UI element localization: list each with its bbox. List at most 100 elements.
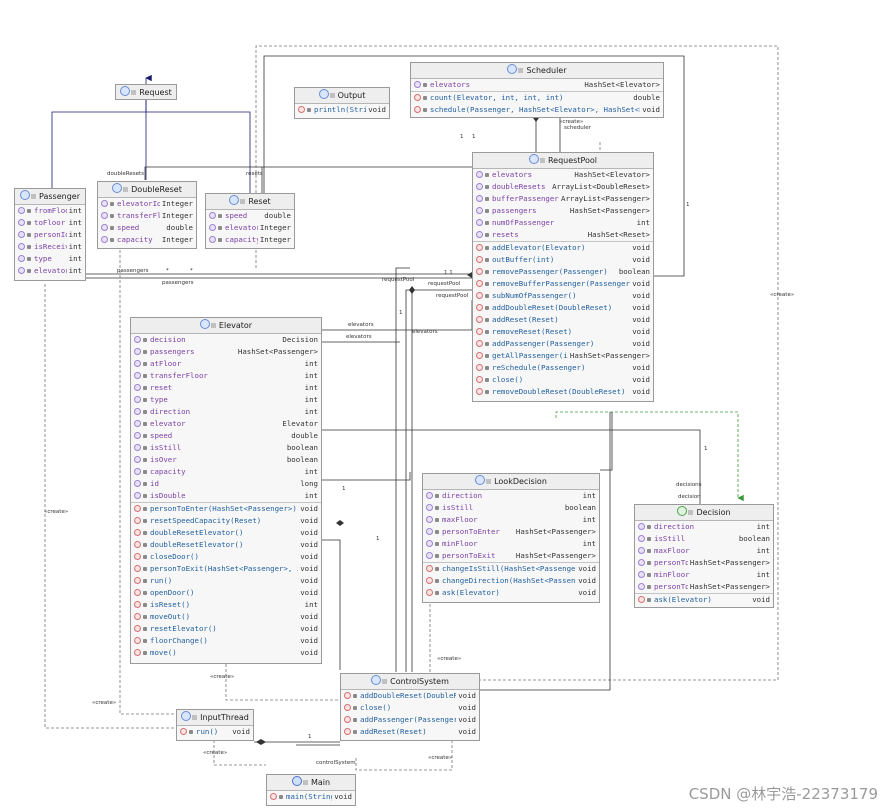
method-adddoublereset[interactable]: addDoubleReset(DoubleReset)void (341, 690, 479, 702)
method-doubleresetelevator[interactable]: doubleResetElevator()void (131, 539, 321, 551)
method-changedirection[interactable]: changeDirection(HashSet<Passenger>)void (423, 575, 599, 587)
method-floorchange[interactable]: floorChange()void (131, 635, 321, 647)
method-println[interactable]: println(String)void (295, 104, 389, 116)
field-transferfloor[interactable]: transferFloorInteger (98, 210, 196, 222)
class-icon (199, 319, 210, 329)
method-ask[interactable]: ask(Elevator)void (635, 594, 773, 606)
method-addreset[interactable]: addReset(Reset)void (473, 314, 653, 326)
method-run[interactable]: run()void (177, 726, 253, 738)
method-run[interactable]: run()void (131, 575, 321, 587)
method-count[interactable]: count(Elevator, int, int, int)double (411, 92, 663, 104)
method-removepassenger[interactable]: removePassenger(Passenger)boolean (473, 266, 653, 278)
method-isreset[interactable]: isReset()int (131, 599, 321, 611)
member-name: personId (34, 230, 67, 239)
method-addpassenger[interactable]: addPassenger(Passenger)void (341, 714, 479, 726)
method-main[interactable]: main(String[])void (267, 791, 355, 803)
method-removereset[interactable]: removeReset(Reset)void (473, 326, 653, 338)
method-opendoor[interactable]: openDoor()void (131, 587, 321, 599)
class-double-reset[interactable]: DoubleResetelevatorIdIntegertransferFloo… (97, 181, 197, 249)
method-addreset[interactable]: addReset(Reset)void (341, 726, 479, 738)
method-close[interactable]: close()void (473, 374, 653, 386)
method-persontoenter[interactable]: personToEnter(HashSet<Passenger>)void (131, 503, 321, 515)
class-request[interactable]: Request (115, 84, 177, 100)
method-resetspeedcapacity[interactable]: resetSpeedCapacity(Reset)void (131, 515, 321, 527)
class-control-system[interactable]: ControlSystemaddDoubleReset(DoubleReset)… (340, 673, 480, 741)
method-removedoublereset[interactable]: removeDoubleReset(DoubleReset)void (473, 386, 653, 398)
method-resetelevator[interactable]: resetElevator()void (131, 623, 321, 635)
method-addpassenger[interactable]: addPassenger(Passenger)void (473, 338, 653, 350)
method-addelevator[interactable]: addElevator(Elevator)void (473, 242, 653, 254)
method-outbuffer[interactable]: outBuffer(int)void (473, 254, 653, 266)
field-fromfloor[interactable]: fromFloorint (15, 205, 85, 217)
method-getallpassenger[interactable]: getAllPassenger(int, int, int)HashSet<Pa… (473, 350, 653, 362)
method-changeisstill[interactable]: changeIsStill(HashSet<Passenger>, int)vo… (423, 563, 599, 575)
method-doubleresetelevator[interactable]: doubleResetElevator()void (131, 527, 321, 539)
method-move[interactable]: move()void (131, 647, 321, 659)
class-passenger[interactable]: PassengerfromFloorinttoFloorintpersonIdi… (14, 188, 86, 281)
method-subnumofpassenger[interactable]: subNumOfPassenger()void (473, 290, 653, 302)
method-reschedule[interactable]: reSchedule(Passenger)void (473, 362, 653, 374)
method-adddoublereset[interactable]: addDoubleReset(DoubleReset)void (473, 302, 653, 314)
method-removebufferpassenger[interactable]: removeBufferPassenger(Passenger)void (473, 278, 653, 290)
method-persontoexit[interactable]: personToExit(HashSet<Passenger>, int, in… (131, 563, 321, 575)
field-isreceived[interactable]: isReceivedint (15, 241, 85, 253)
method-closedoor[interactable]: closeDoor()void (131, 551, 321, 563)
field-elevatorid[interactable]: elevatorIdint (15, 265, 85, 277)
method-close[interactable]: close()void (341, 702, 479, 714)
method-ask[interactable]: ask(Elevator)void (423, 587, 599, 599)
method-schedule[interactable]: schedule(Passenger, HashSet<Elevator>, H… (411, 104, 663, 116)
class-reset[interactable]: ResetspeeddoubleelevatorIdIntegercapacit… (205, 193, 295, 249)
method-moveout[interactable]: moveOut()void (131, 611, 321, 623)
